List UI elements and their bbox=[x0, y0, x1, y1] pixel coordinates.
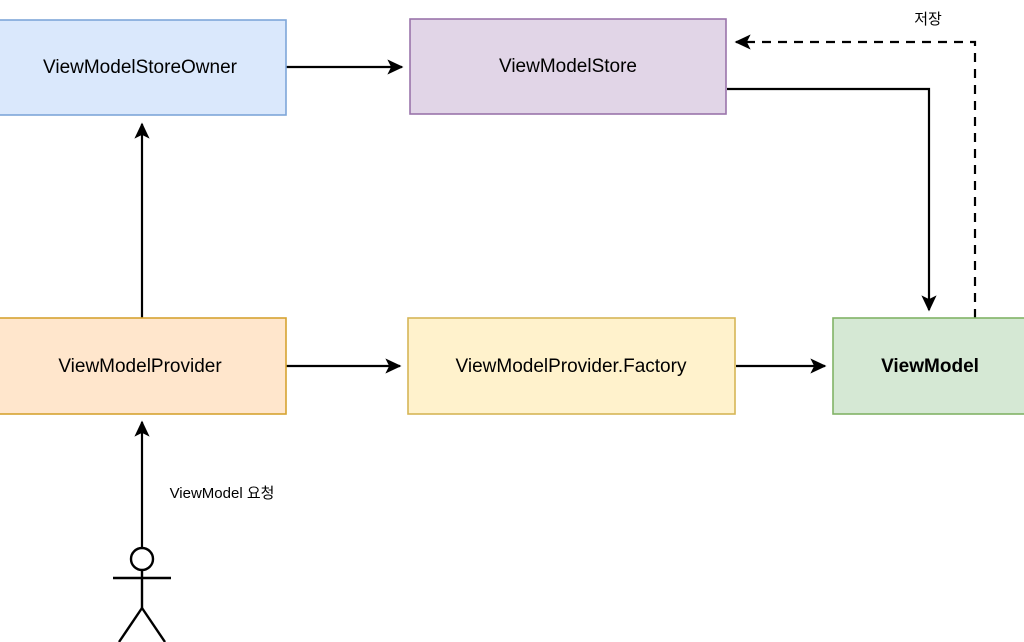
node-viewmodelprovider[interactable]: ViewModelProvider bbox=[0, 317, 287, 415]
node-viewmodelstoreowner[interactable]: ViewModelStoreOwner bbox=[0, 19, 287, 116]
viewmodelproviderfactory-box[interactable] bbox=[407, 317, 736, 415]
edge-viewmodel-to-store bbox=[734, 34, 977, 318]
edge-label-request: ViewModel 요청 bbox=[170, 485, 275, 502]
viewmodelstore-box[interactable] bbox=[409, 18, 727, 115]
viewmodel-label: ViewModel bbox=[881, 356, 979, 377]
node-viewmodelstore[interactable]: ViewModelStore bbox=[409, 18, 727, 115]
viewmodel-box[interactable] bbox=[832, 317, 1024, 415]
edge-store-to-viewmodel bbox=[727, 87, 937, 312]
viewmodelprovider-box[interactable] bbox=[0, 317, 287, 415]
viewmodelprovider-label: ViewModelProvider bbox=[58, 356, 222, 377]
viewmodelstoreowner-box[interactable] bbox=[0, 19, 287, 116]
edge-label-save: 저장 bbox=[914, 11, 942, 28]
node-viewmodelproviderfactory[interactable]: ViewModelProvider.Factory bbox=[407, 317, 736, 415]
actor-leg-left bbox=[118, 607, 143, 642]
actor-leg-right bbox=[141, 607, 166, 642]
user-actor-icon[interactable] bbox=[113, 546, 171, 642]
node-viewmodel[interactable]: ViewModel bbox=[832, 317, 1024, 415]
actor-head bbox=[129, 546, 155, 572]
viewmodelstoreowner-label: ViewModelStoreOwner bbox=[43, 57, 238, 78]
viewmodelproviderfactory-label: ViewModelProvider.Factory bbox=[456, 356, 687, 377]
viewmodelstore-label: ViewModelStore bbox=[499, 56, 637, 77]
